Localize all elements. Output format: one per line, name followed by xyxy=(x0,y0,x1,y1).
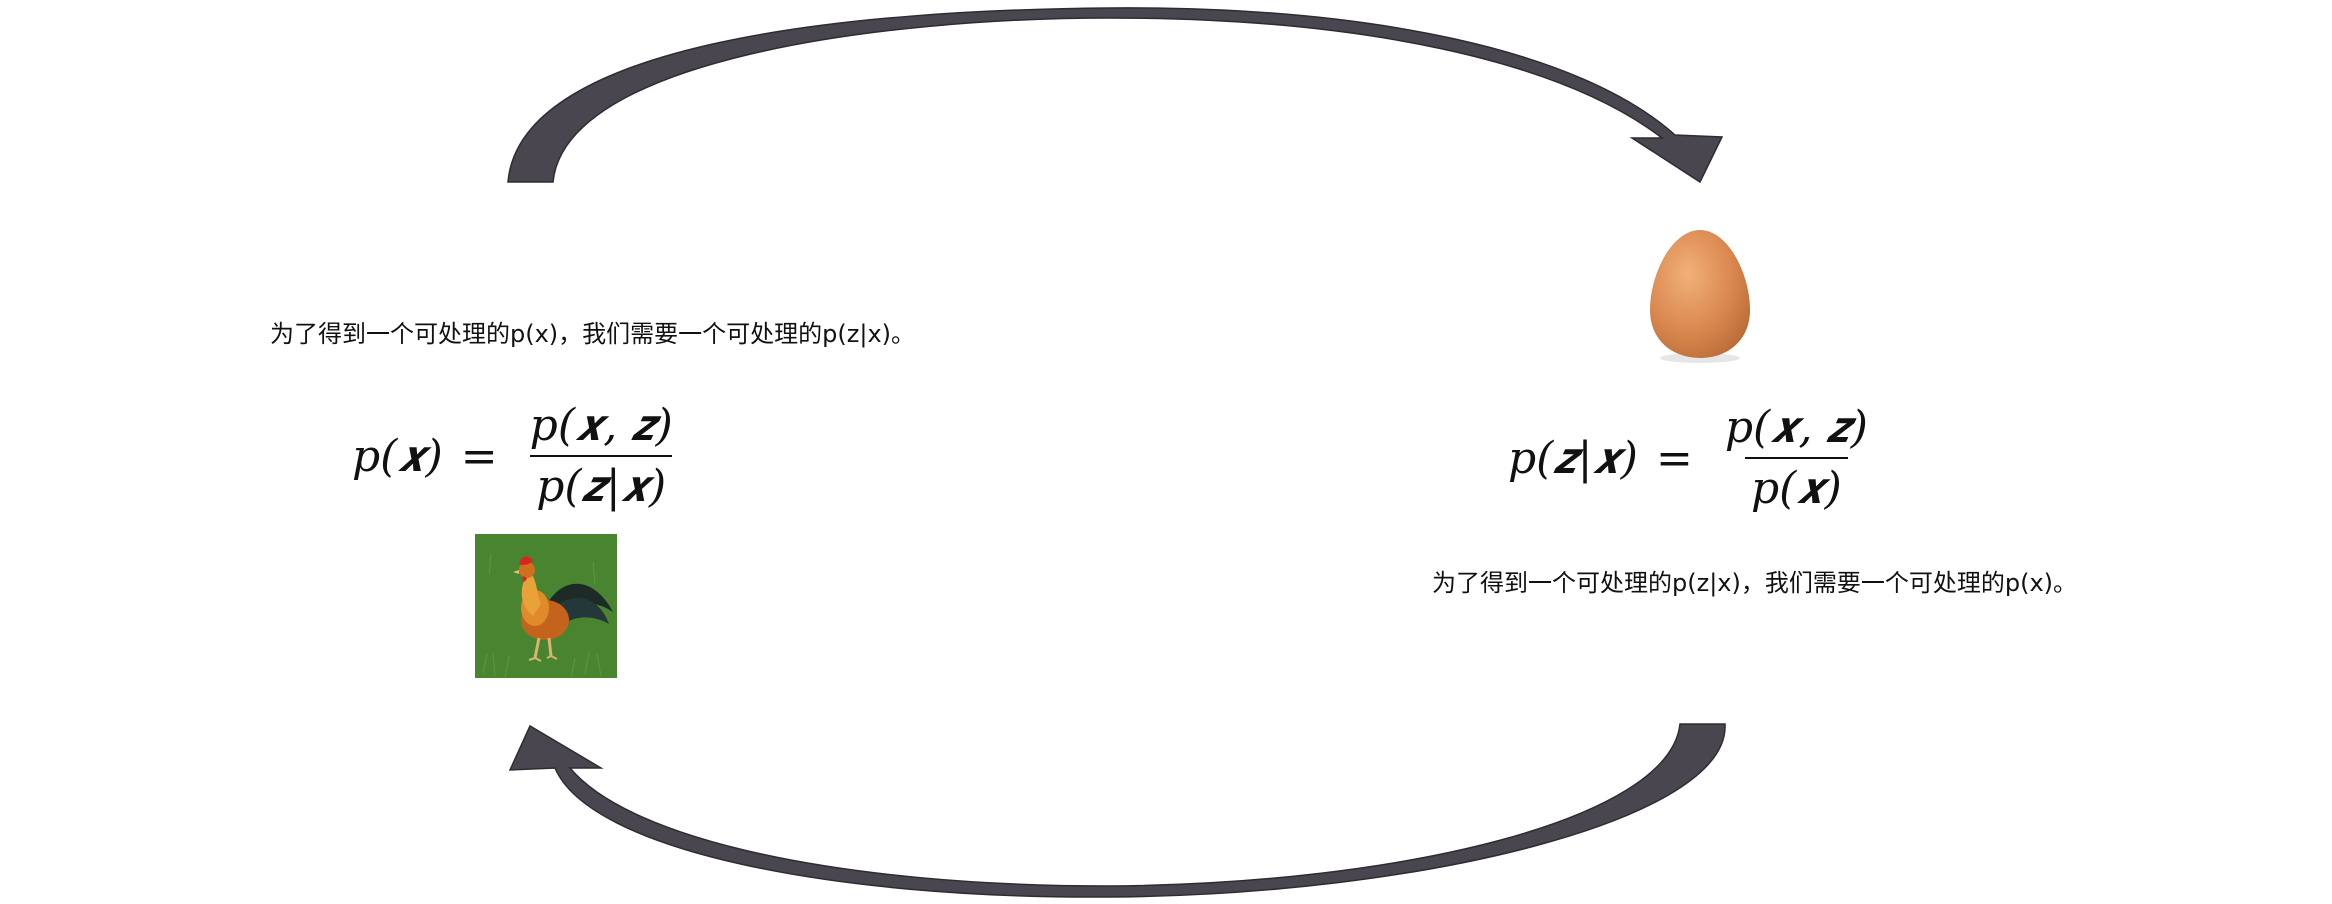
right-caption: 为了得到一个可处理的p(z|x)，我们需要一个可处理的p(x)。 xyxy=(1432,569,2078,597)
left-formula-equals: = xyxy=(460,430,498,482)
rooster-photo xyxy=(475,534,617,678)
top-arrow xyxy=(507,7,1724,184)
left-caption: 为了得到一个可处理的p(x)，我们需要一个可处理的p(z|x)。 xyxy=(270,320,916,348)
left-formula-numerator: p(𝒙, 𝒛) xyxy=(529,400,673,451)
right-formula-denominator: p(𝒙) xyxy=(1744,457,1848,514)
right-formula: p(𝒛|𝒙) = p(𝒙, 𝒛) p(𝒙) xyxy=(1508,402,1874,514)
right-formula-fraction: p(𝒙, 𝒛) p(𝒙) xyxy=(1719,402,1874,514)
right-formula-lhs: p(𝒛|𝒙) xyxy=(1508,432,1638,484)
left-formula-denominator: p(𝒛|𝒙) xyxy=(530,455,673,512)
left-formula: p(𝒙) = p(𝒙, 𝒛) p(𝒛|𝒙) xyxy=(352,400,679,512)
right-formula-numerator: p(𝒙, 𝒛) xyxy=(1724,402,1868,453)
right-formula-equals: = xyxy=(1655,432,1693,484)
left-formula-fraction: p(𝒙, 𝒛) p(𝒛|𝒙) xyxy=(524,400,679,512)
bottom-arrow xyxy=(508,723,1726,898)
left-formula-lhs: p(𝒙) xyxy=(352,430,443,482)
egg-photo xyxy=(1650,230,1750,363)
